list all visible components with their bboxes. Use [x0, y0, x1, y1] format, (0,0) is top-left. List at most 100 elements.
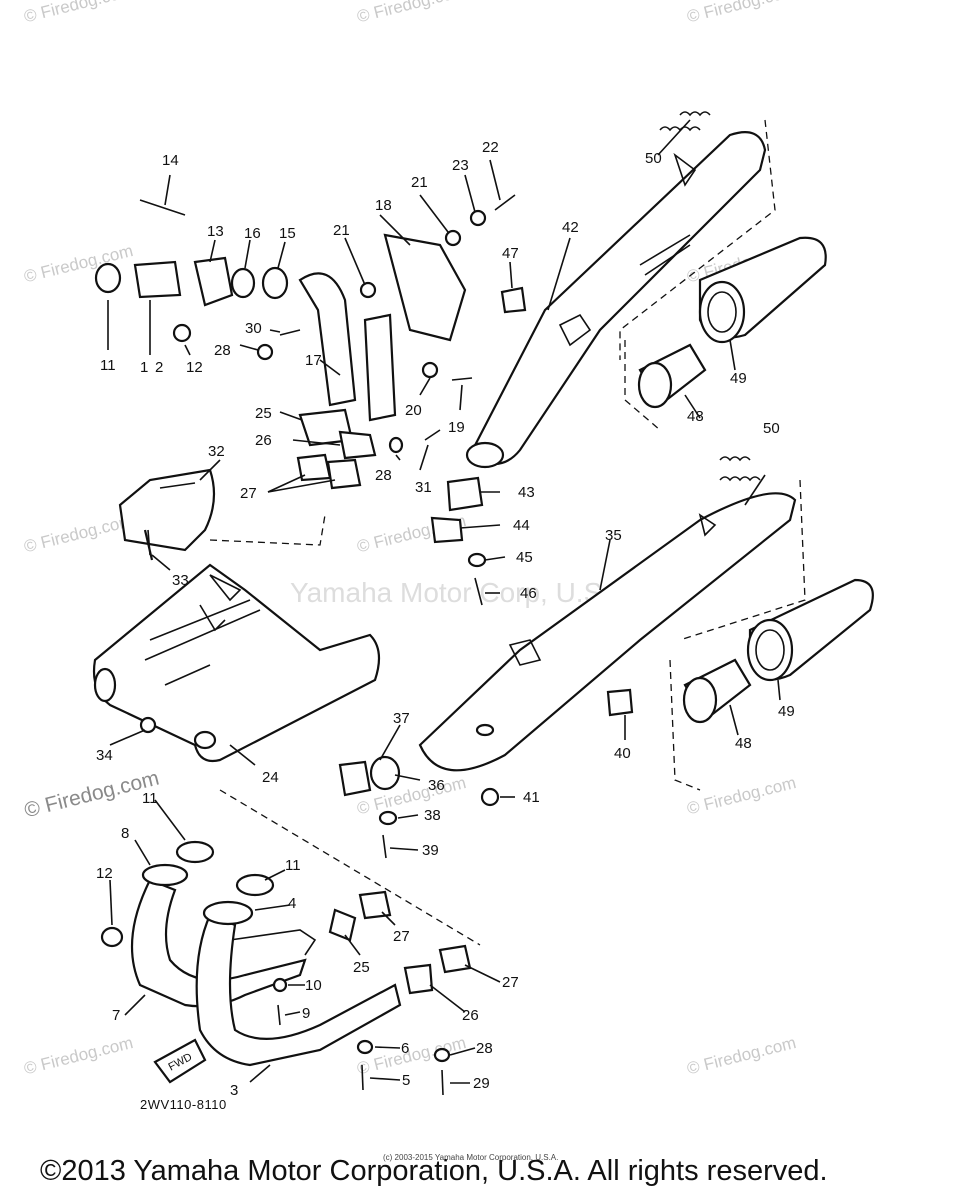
pipe-17 [298, 272, 357, 407]
callout-40: 40 [614, 745, 631, 762]
callout-37: 37 [393, 710, 410, 727]
callout-21: 21 [333, 222, 350, 239]
callout-19: 19 [448, 419, 465, 436]
callout-12b: 12 [96, 865, 113, 882]
nut-34 [139, 716, 157, 734]
joint-13 [193, 256, 234, 307]
callout-26: 26 [255, 432, 272, 449]
bolt-46 [474, 577, 483, 606]
bolt-22 [494, 194, 516, 211]
callout-11c: 11 [142, 790, 158, 807]
clamp-37 [338, 760, 372, 797]
callout-48: 48 [687, 408, 704, 425]
callout-49: 49 [730, 370, 747, 387]
callout-17: 17 [305, 352, 322, 369]
callout-36: 36 [428, 777, 445, 794]
callout-34: 34 [96, 747, 113, 764]
callout-42: 42 [562, 219, 579, 236]
callout-25: 25 [255, 405, 272, 422]
callout-23: 23 [452, 157, 469, 174]
callout-32: 32 [208, 443, 225, 460]
leader-lines [107, 119, 781, 1084]
callout-24: 24 [262, 769, 279, 786]
gasket-15 [261, 266, 289, 300]
clamp-26-lower [403, 963, 434, 995]
callout-50b: 50 [763, 420, 780, 437]
callout-38: 38 [424, 807, 441, 824]
lower-sleeve [669, 658, 752, 791]
lower-tail-cap [746, 578, 874, 682]
fine-print: (c) 2003-2015 Yamaha Motor Corporation, … [383, 1153, 559, 1162]
callout-47: 47 [502, 245, 519, 262]
callout-39: 39 [422, 842, 439, 859]
callout-44: 44 [513, 517, 530, 534]
callout-31: 31 [415, 479, 432, 496]
callout-8: 8 [121, 825, 129, 842]
center-watermark: Yamaha Motor Corp, U.S.A. [290, 577, 637, 608]
washer-20 [421, 361, 439, 379]
callout-13: 13 [207, 223, 224, 240]
callout-12: 12 [186, 359, 203, 376]
callout-30: 30 [245, 320, 262, 337]
upper-sleeve [624, 340, 707, 431]
bolt-31 [424, 429, 441, 441]
damper-40 [606, 688, 634, 717]
bolt-9 [277, 1004, 281, 1026]
callout-48b: 48 [735, 735, 752, 752]
callout-5: 5 [402, 1072, 410, 1089]
flange-1-2 [133, 260, 182, 299]
callout-28c: 28 [476, 1040, 493, 1057]
washer-28b [388, 436, 404, 454]
washer-28 [256, 343, 274, 361]
callout-14: 14 [162, 152, 179, 169]
washer-28-lower [433, 1047, 451, 1063]
bolt-33 [147, 529, 151, 556]
exhaust-pipe-7 [130, 863, 317, 1008]
exhaust-pipe-3 [195, 900, 402, 1067]
callout-18: 18 [375, 197, 392, 214]
callout-25b: 25 [353, 959, 370, 976]
nut-10 [272, 977, 288, 993]
bolt-29 [441, 1069, 444, 1096]
fwd-arrow-icon: FWD [153, 1038, 207, 1084]
lower-muffler [418, 479, 806, 772]
callout-16: 16 [244, 225, 261, 242]
gasket-27-lower-b [438, 944, 472, 974]
callout-45: 45 [516, 549, 533, 566]
diagram-code: 2WV110-8110 [140, 1097, 227, 1112]
copyright-notice: ©2013 Yamaha Motor Corporation, U.S.A. A… [40, 1155, 828, 1187]
nut-12-lower [100, 926, 124, 948]
callout-41: 41 [523, 789, 540, 806]
callout-27: 27 [240, 485, 257, 502]
washer-21a [359, 281, 377, 299]
pipe-17b [363, 313, 397, 422]
washer-21b [444, 229, 462, 247]
nut-12 [172, 323, 192, 343]
upper-muffler [465, 119, 776, 469]
gasket-27b [326, 458, 362, 490]
callout-1: 1 [140, 359, 148, 376]
callout-11: 11 [100, 357, 116, 374]
callout-7: 7 [112, 1007, 120, 1024]
bolt-19 [451, 377, 473, 381]
gasket-11-lower-b [235, 873, 275, 897]
callout-3: 3 [230, 1082, 238, 1099]
callout-26b: 26 [462, 1007, 479, 1024]
callout-28b: 28 [375, 467, 392, 484]
callout-11b: 11 [285, 857, 301, 874]
gasket-43 [446, 476, 484, 512]
damper-47 [500, 286, 527, 314]
washer-38 [378, 810, 398, 826]
callout-15: 15 [279, 225, 296, 242]
callout-35: 35 [605, 527, 622, 544]
callout-29: 29 [473, 1075, 490, 1092]
callout-21b: 21 [411, 174, 428, 191]
callout-22: 22 [482, 139, 499, 156]
bolt-39 [382, 834, 387, 859]
upper-tail-cap [698, 236, 827, 344]
callout-10: 10 [305, 977, 322, 994]
callout-4: 4 [288, 895, 296, 912]
bolt-5 [361, 1064, 364, 1091]
callout-28: 28 [214, 342, 231, 359]
